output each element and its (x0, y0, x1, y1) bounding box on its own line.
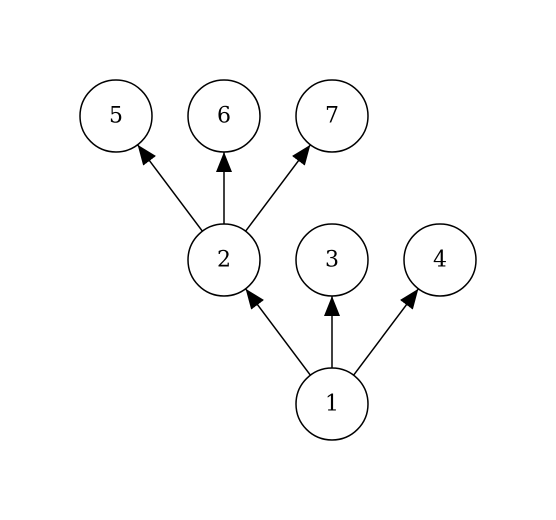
node-3: 3 (295, 223, 369, 297)
node-label: 7 (325, 104, 339, 129)
nodes-layer: 1 2 3 4 5 6 7 (79, 79, 477, 441)
edge-2-to-5 (137, 144, 203, 232)
node-label: 4 (433, 248, 447, 273)
node-label: 2 (217, 248, 231, 273)
node-5: 5 (79, 79, 153, 153)
node-circle (79, 79, 153, 153)
node-7: 7 (295, 79, 369, 153)
node-circle (403, 223, 477, 297)
node-6: 6 (187, 79, 261, 153)
node-label: 5 (109, 104, 123, 129)
edge-1-to-4 (353, 288, 419, 376)
node-1: 1 (295, 367, 369, 441)
node-circle (295, 367, 369, 441)
node-circle (295, 79, 369, 153)
edges-layer (137, 144, 419, 376)
node-circle (187, 223, 261, 297)
edge-1-to-2 (245, 288, 311, 376)
node-circle (187, 79, 261, 153)
node-2: 2 (187, 223, 261, 297)
node-label: 1 (325, 392, 339, 417)
node-circle (295, 223, 369, 297)
node-4: 4 (403, 223, 477, 297)
node-label: 6 (217, 104, 231, 129)
edge-2-to-7 (245, 144, 311, 232)
node-label: 3 (325, 248, 339, 273)
